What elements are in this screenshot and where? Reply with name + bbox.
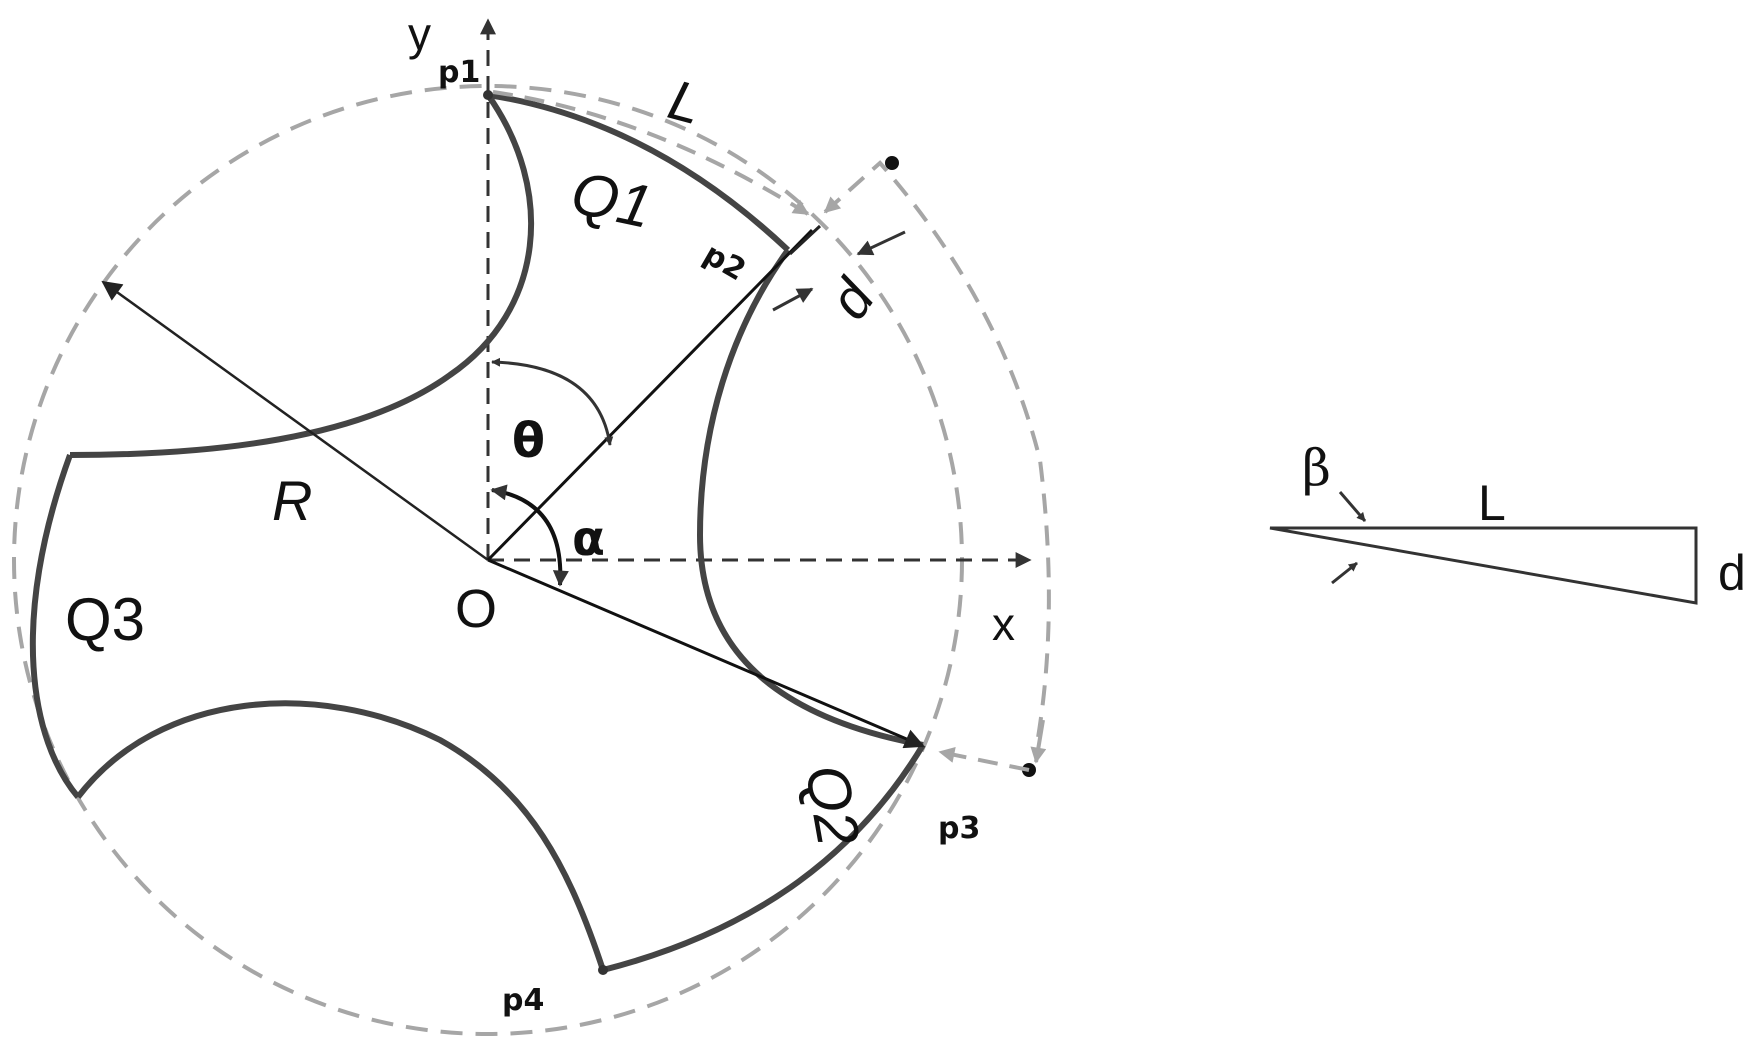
radius-label: R [272, 469, 312, 532]
d-tick [788, 224, 822, 256]
cusp-p1-q3 [69, 93, 535, 458]
shape-outline [29, 92, 926, 973]
beta-arrow-bottom [1331, 561, 1358, 585]
outer-dim-arc [823, 160, 1051, 756]
point-p3-label: p3 [938, 811, 980, 846]
bottom-arc-arrow [1030, 719, 1047, 764]
theta-label: θ [512, 413, 545, 469]
inset-offset-label: d [1718, 545, 1746, 601]
dot-p4 [598, 965, 608, 975]
dot-gray-top [885, 156, 899, 170]
point-p1-label: p1 [438, 55, 480, 90]
cusp-p3-p2 [697, 248, 924, 748]
region-q1-label: Q1 [566, 159, 658, 241]
inset-beta-label: β [1302, 439, 1331, 497]
cusp-q3-p4 [75, 700, 606, 971]
point-p2-label: p2 [697, 237, 751, 288]
x-axis-label: x [992, 598, 1015, 650]
region-q3-label: Q3 [65, 586, 145, 653]
bottom-dim-link [938, 747, 1030, 772]
theta-arc [491, 357, 614, 446]
dot-p1 [483, 90, 493, 100]
origin-label: O [455, 579, 497, 639]
inset-triangle [1269, 526, 1698, 605]
point-p4-label: p4 [502, 983, 544, 1018]
d-arrow-outer [856, 230, 906, 256]
y-axis-label: y [408, 8, 431, 60]
radius-line-r [101, 280, 489, 562]
alpha-arc [490, 484, 569, 587]
arc-length-l-dimension [492, 90, 810, 216]
alpha-label: α [572, 511, 605, 567]
arc-length-label: L [662, 67, 708, 136]
line-o-p3 [487, 558, 925, 749]
inset-length-label: L [1478, 475, 1506, 531]
outer-arc-q2 [602, 743, 926, 973]
beta-arrow-top [1338, 491, 1367, 522]
inset-triangle-diagram: β L d [1269, 439, 1746, 605]
outer-arc-q3 [29, 453, 81, 799]
offset-label: d [817, 267, 888, 330]
outer-arc-q1 [487, 92, 791, 253]
d-arrow-inner [772, 287, 814, 312]
region-q2-label: Q2 [793, 760, 873, 850]
